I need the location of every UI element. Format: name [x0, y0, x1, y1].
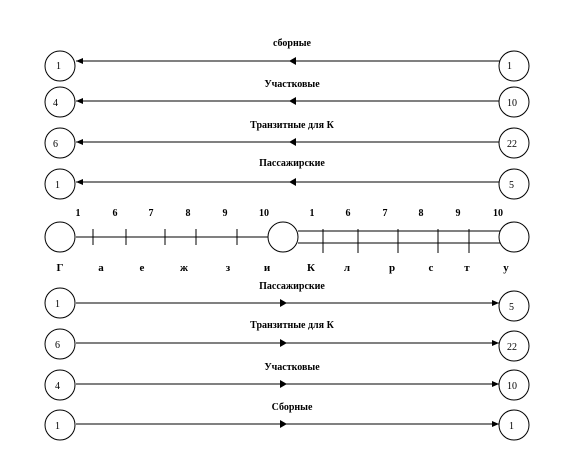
tick-label: 6: [113, 208, 118, 219]
top-train-row-1: сборные 1 1: [44, 38, 530, 82]
tick-label: 6: [346, 208, 351, 219]
left-count: 1: [55, 180, 60, 191]
station-letter: ж: [180, 262, 188, 274]
station-letter: с: [429, 262, 434, 274]
tick-label: 9: [223, 208, 228, 219]
tick-label: 1: [76, 208, 81, 219]
train-label: сборные: [273, 38, 312, 49]
train-label: Участковые: [264, 79, 320, 90]
train-label: Участковые: [264, 362, 320, 373]
top-train-row-2: Участковые 4 10: [44, 79, 530, 118]
bottom-train-row-3: Участковые 4 10: [44, 362, 530, 401]
top-train-row-4: Пассажирские 1 5: [44, 158, 530, 200]
right-count: 1: [507, 61, 512, 72]
station-letter: К: [307, 262, 315, 274]
station-circle-middle: [267, 221, 299, 253]
station-circle-right: [498, 221, 530, 253]
station-letter: з: [226, 262, 231, 274]
railway-line: 1 6 7 8 9 10 1 6 7 8 9 10 Г а е ж з и К …: [44, 208, 530, 274]
left-count: 4: [55, 381, 60, 392]
left-count: 1: [55, 421, 60, 432]
tick-label: 9: [456, 208, 461, 219]
tick-label: 7: [383, 208, 388, 219]
right-count: 10: [507, 381, 517, 392]
train-label: Транзитные для К: [250, 120, 334, 131]
bottom-train-row-2: Транзитные для К 6 22: [44, 320, 530, 362]
tick-label: 8: [419, 208, 424, 219]
right-count: 1: [509, 421, 514, 432]
station-letter: р: [389, 262, 395, 274]
station-letter: и: [264, 262, 271, 274]
tick-label: 1: [310, 208, 315, 219]
station-circle-left: [44, 221, 76, 253]
tick-label: 7: [149, 208, 154, 219]
train-label: Транзитные для К: [250, 320, 334, 331]
left-count: 1: [55, 299, 60, 310]
station-letter: у: [503, 262, 509, 274]
top-train-row-3: Транзитные для К 6 22: [44, 120, 530, 159]
station-letter: Г: [57, 262, 64, 274]
right-count: 10: [507, 98, 517, 109]
bottom-train-row-4: Сборные 1 1: [44, 402, 530, 441]
left-count: 6: [53, 139, 58, 150]
right-count: 5: [509, 180, 514, 191]
station-letter: л: [344, 262, 350, 274]
station-letter: а: [98, 262, 104, 274]
left-count: 1: [56, 61, 61, 72]
train-label: Пассажирские: [259, 158, 325, 169]
station-letter: е: [140, 262, 145, 274]
train-label: Пассажирские: [259, 281, 325, 292]
tick-label: 8: [186, 208, 191, 219]
right-count: 5: [509, 302, 514, 313]
station-letter: т: [464, 262, 470, 274]
tick-label: 10: [259, 208, 269, 219]
bottom-train-row-1: Пассажирские 1 5: [44, 281, 530, 322]
right-count: 22: [507, 139, 517, 150]
tick-label: 10: [493, 208, 503, 219]
right-count: 22: [507, 342, 517, 353]
left-count: 4: [53, 98, 58, 109]
left-count: 6: [55, 340, 60, 351]
train-label: Сборные: [272, 402, 313, 413]
